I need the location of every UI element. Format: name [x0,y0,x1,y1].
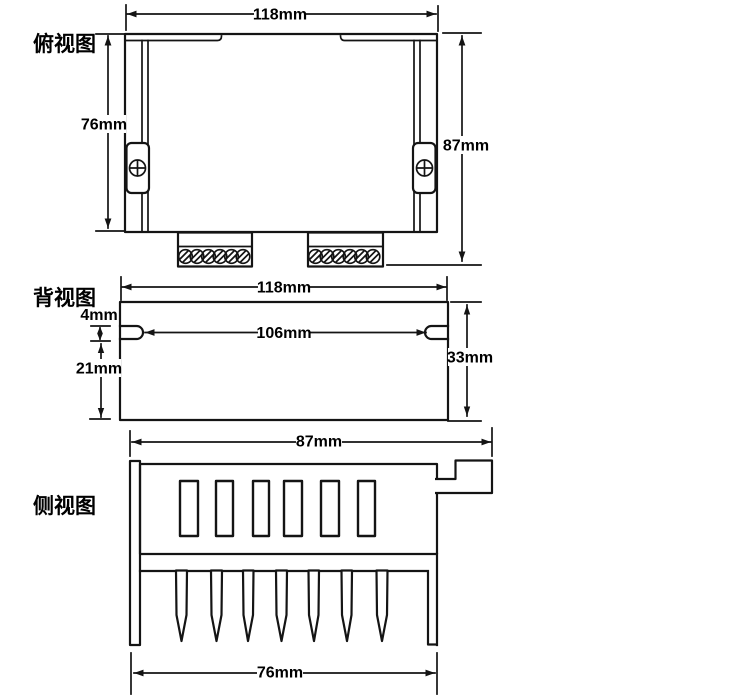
dim-top-total-depth: 87mm [386,32,489,266]
left-mount-rail [141,39,149,232]
top-edge-lip [124,35,438,42]
dim-back-slot-span: 106mm [144,324,427,342]
top-view-title: 俯视图 [33,32,96,56]
top-view: 俯视图 [33,4,489,268]
screw-cross [129,160,146,176]
dim-back-width-label: 118mm [257,280,311,297]
screw-cross [416,160,433,176]
dim-side-heatsink-width-label: 76mm [257,665,303,682]
dim-back-height-label: 33mm [447,350,493,367]
heatsink-fin-slots [174,569,389,643]
terminal-screw-icon [235,248,251,265]
screw-head [128,159,147,177]
dim-back-height: 33mm [447,301,493,422]
screw-head [415,159,434,177]
dim-top-depth: 76mm [81,33,127,232]
screw-icon-right [415,159,434,177]
top-body-outline [123,32,439,234]
vent-slots [178,479,377,538]
screw-icon-left [128,159,147,177]
back-view: 背视图 118mm 106mm 4mm 21mm [33,276,493,422]
dim-top-depth-label: 76mm [81,117,127,134]
terminal-block-outline [306,231,385,268]
connector-tab [435,459,494,495]
dim-top-width: 118mm [125,4,439,32]
side-view: 侧视图 87mm 76mm [33,427,494,695]
side-body-outline [138,462,439,556]
dim-back-width: 118mm [120,276,448,301]
dim-back-notch: 4mm [80,307,118,342]
dim-back-below-notch-label: 21mm [76,361,122,378]
dim-back-below-notch: 21mm [76,343,122,420]
dim-back-notch-label: 4mm [80,307,117,324]
dim-side-width-label: 87mm [296,434,342,451]
terminal-block-2 [306,231,385,268]
right-mount-rail [413,39,421,232]
back-view-title: 背视图 [33,286,96,310]
side-flange-left [128,459,142,647]
dim-side-width: 87mm [129,427,493,457]
terminal-block-1 [176,231,254,268]
side-view-title: 侧视图 [33,494,96,518]
dim-top-width-label: 118mm [253,7,307,24]
terminal-screw-icon [365,248,381,265]
terminal-block-outline [176,231,254,268]
terminal-screw-icon [307,248,324,265]
dim-back-slot-span-label: 106mm [256,325,311,342]
back-body-outline [118,300,450,422]
dim-top-total-depth-label: 87mm [443,138,489,155]
dim-side-heatsink-width: 76mm [130,652,438,695]
